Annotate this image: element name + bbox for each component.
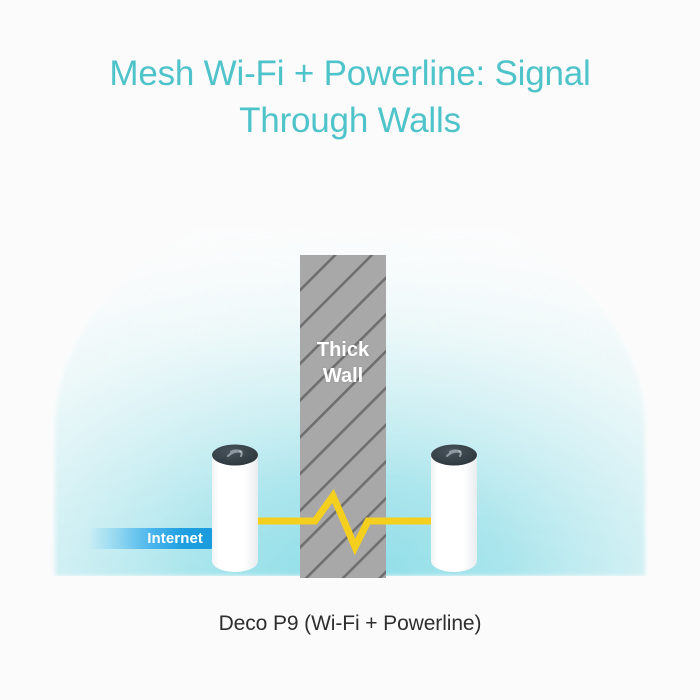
internet-label: Internet <box>147 530 203 547</box>
thick-wall <box>300 255 386 578</box>
page-title-line-2: Through Walls <box>239 101 461 140</box>
wall-label-line-1: Thick <box>316 339 370 361</box>
page-title-line-1: Mesh Wi-Fi + Powerline: Signal <box>109 54 591 93</box>
deco-unit-left <box>212 444 258 572</box>
internet-badge: Internet <box>88 528 212 549</box>
deco-unit-right <box>431 444 477 572</box>
wall-label-line-2: Wall <box>322 365 364 387</box>
diagram-caption: Deco P9 (Wi-Fi + Powerline) <box>218 612 482 635</box>
powerline-signal <box>257 488 433 556</box>
page-title: Mesh Wi-Fi + Powerline: Signal Through W… <box>0 50 700 144</box>
